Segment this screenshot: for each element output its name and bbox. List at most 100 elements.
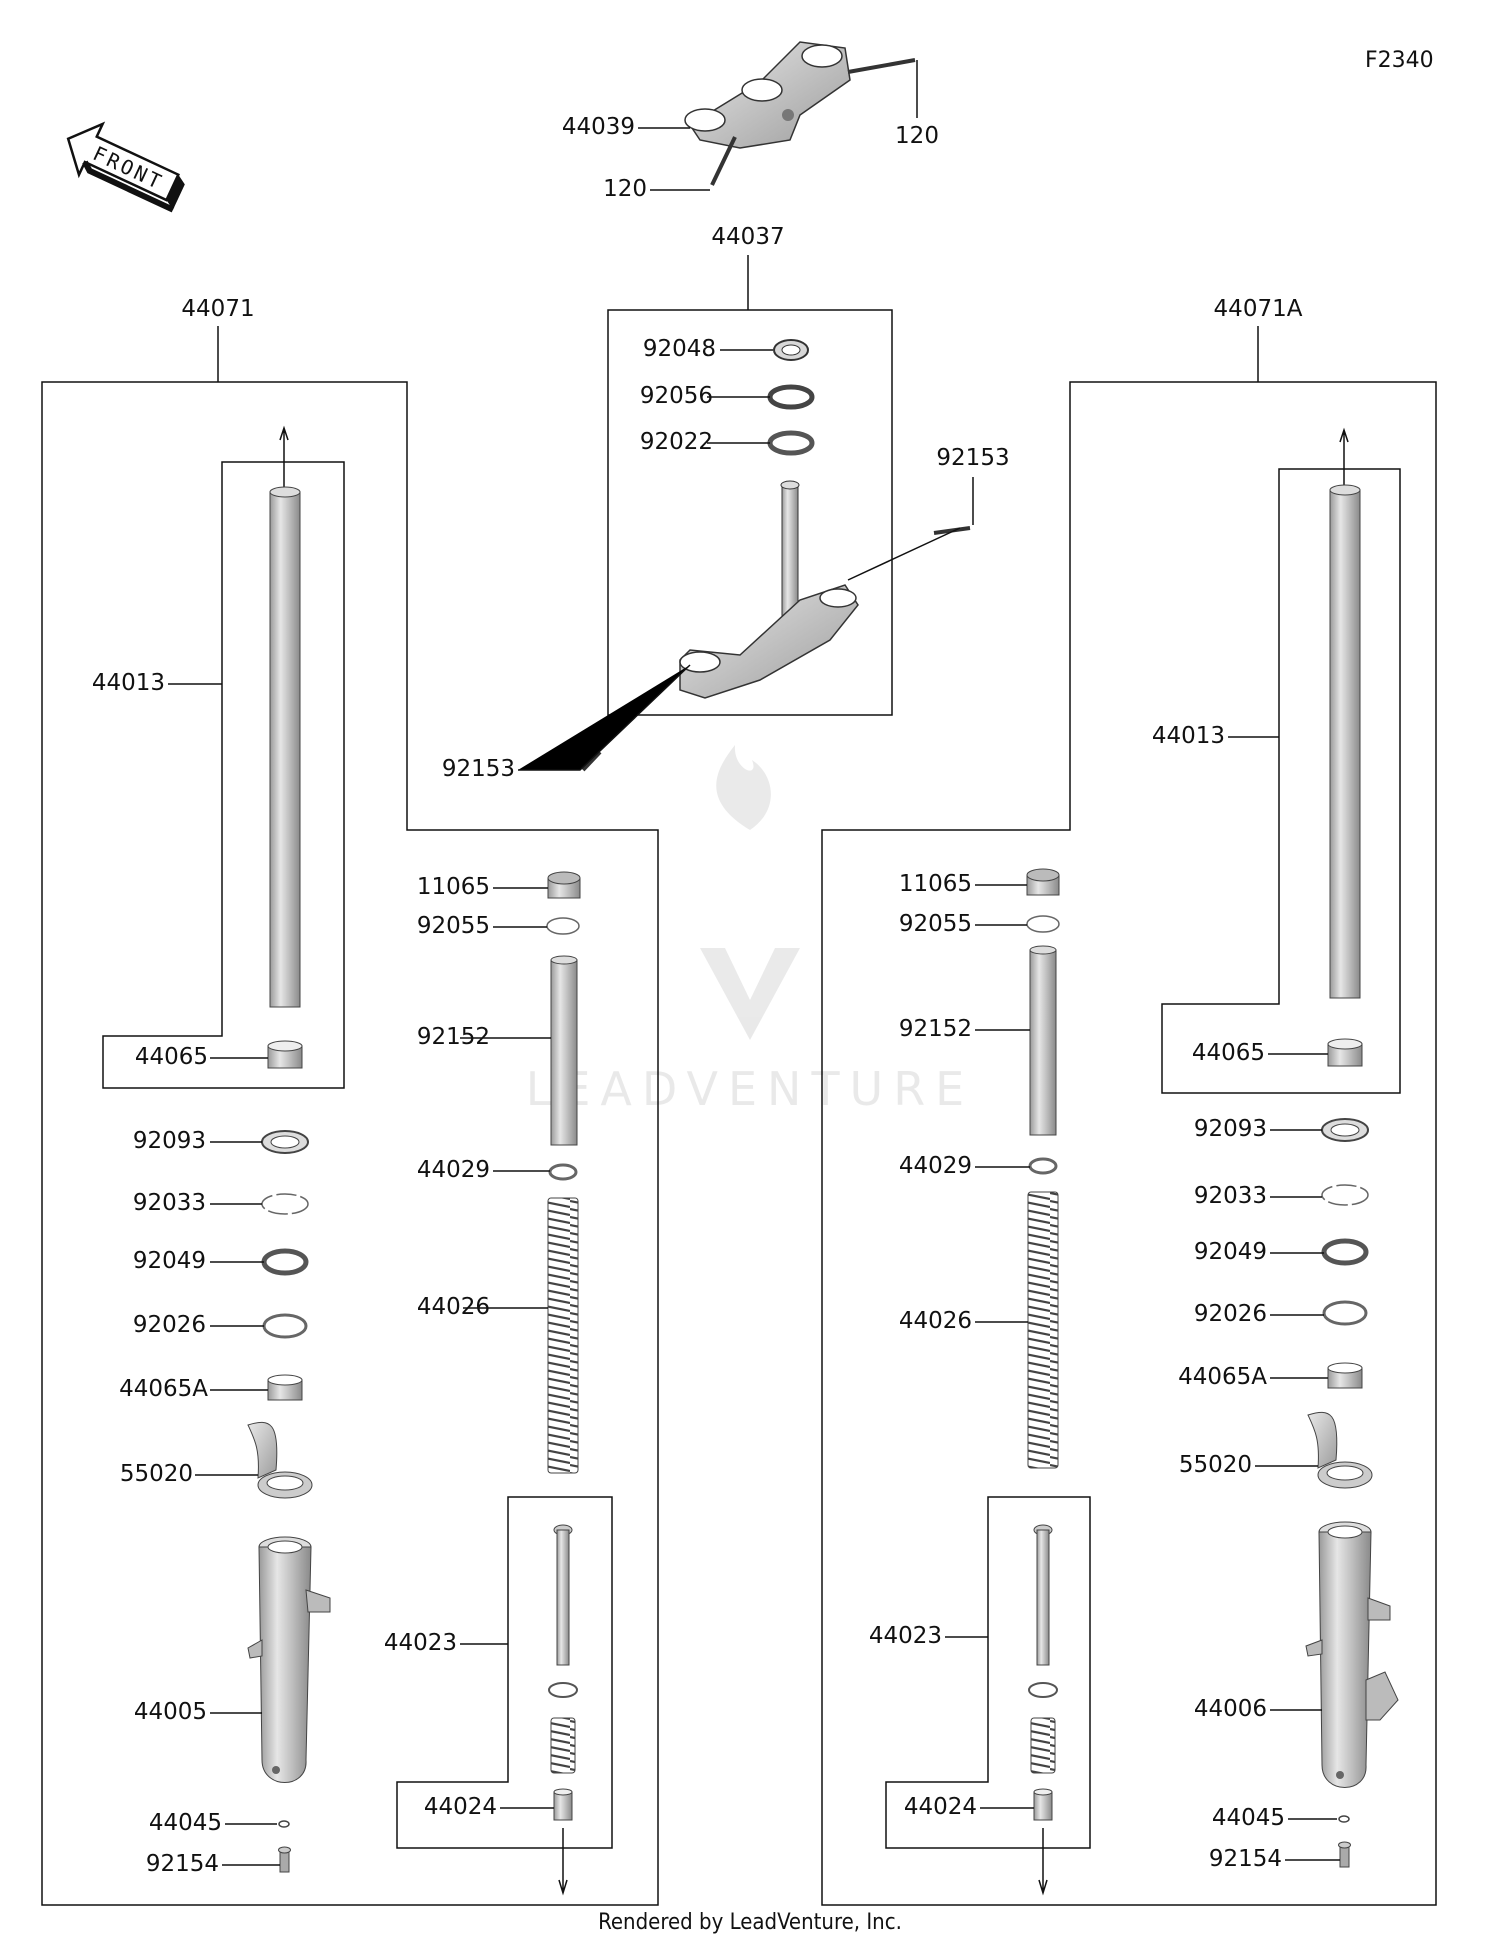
label-44065-left[interactable]: 44065 — [134, 1044, 208, 1070]
label-44071[interactable]: 44071 — [181, 296, 255, 322]
bushing-44065A-left — [267, 1374, 303, 1401]
washer-44029-right — [1028, 1157, 1058, 1175]
footer-credit: Rendered by LeadVenture, Inc. — [598, 1910, 902, 1935]
label-44039[interactable]: 44039 — [561, 114, 635, 140]
washer-44029-left — [548, 1163, 578, 1181]
label-44037[interactable]: 44037 — [711, 224, 785, 250]
ring-92026-right — [1322, 1300, 1368, 1326]
leader-92153-upper — [847, 477, 974, 581]
washer-92022 — [767, 430, 815, 456]
cap-11065-left — [547, 871, 581, 899]
oring-44045-right — [1338, 1815, 1350, 1823]
label-92026-right[interactable]: 92026 — [1193, 1301, 1267, 1327]
bushing-44065-right — [1327, 1038, 1363, 1067]
label-11065-right[interactable]: 11065 — [898, 871, 972, 897]
label-92055-right[interactable]: 92055 — [898, 911, 972, 937]
label-44024-right[interactable]: 44024 — [903, 1794, 977, 1820]
box-44023-left — [396, 1496, 613, 1849]
spacer-92152-left — [550, 955, 578, 1146]
label-120-right[interactable]: 120 — [895, 123, 939, 149]
label-44013-left[interactable]: 44013 — [91, 670, 165, 696]
label-92093-right[interactable]: 92093 — [1193, 1116, 1267, 1142]
seal-92093-left — [261, 1130, 309, 1154]
spring-44026-right — [1027, 1191, 1059, 1469]
box-44023-right — [885, 1496, 1091, 1849]
label-44045-right[interactable]: 44045 — [1211, 1805, 1285, 1831]
oring-44045-left — [278, 1820, 290, 1828]
figure-code: F2340 — [1365, 48, 1434, 73]
lower-triple-clamp — [581, 480, 971, 772]
label-55020-left[interactable]: 55020 — [119, 1461, 193, 1487]
bolt-92154-right — [1338, 1841, 1351, 1868]
leader-92153-lower — [518, 664, 691, 771]
front-arrow-icon: FRONT — [66, 121, 185, 213]
label-92153-lower[interactable]: 92153 — [441, 756, 515, 782]
label-44023-left[interactable]: 44023 — [383, 1630, 457, 1656]
guard-55020-left — [247, 1421, 313, 1499]
label-92154-right[interactable]: 92154 — [1208, 1846, 1282, 1872]
piece-44024-left — [553, 1788, 573, 1821]
washer-92049-right — [1321, 1238, 1369, 1266]
label-92153-upper[interactable]: 92153 — [936, 445, 1010, 471]
watermark: LEADVENTURE — [526, 745, 975, 1116]
box-44071 — [41, 381, 659, 1906]
label-120-left[interactable]: 120 — [603, 176, 647, 202]
box-44013-left — [102, 461, 345, 1089]
label-44026-right[interactable]: 44026 — [898, 1308, 972, 1334]
box-44013-right — [1161, 468, 1401, 1094]
box-44071A — [821, 381, 1437, 1906]
rod-44023-right — [1028, 1524, 1058, 1774]
label-44005[interactable]: 44005 — [133, 1699, 207, 1725]
label-44029-right[interactable]: 44029 — [898, 1153, 972, 1179]
bolt-92154-left — [278, 1846, 291, 1873]
ring-92026-left — [262, 1313, 308, 1339]
oring-92055-right — [1026, 915, 1060, 933]
label-44065-right[interactable]: 44065 — [1191, 1040, 1265, 1066]
box-44037 — [607, 309, 893, 716]
label-92048[interactable]: 92048 — [642, 336, 716, 362]
spring-44026-left — [547, 1197, 579, 1474]
label-55020-right[interactable]: 55020 — [1178, 1452, 1252, 1478]
label-92152-right[interactable]: 92152 — [898, 1016, 972, 1042]
label-44023-right[interactable]: 44023 — [868, 1623, 942, 1649]
label-44045-left[interactable]: 44045 — [148, 1810, 222, 1836]
washer-92048 — [773, 339, 809, 361]
label-44071A[interactable]: 44071A — [1213, 296, 1303, 322]
label-92026-left[interactable]: 92026 — [132, 1312, 206, 1338]
label-92093-left[interactable]: 92093 — [132, 1128, 206, 1154]
label-44006[interactable]: 44006 — [1193, 1696, 1267, 1722]
label-44029-left[interactable]: 44029 — [416, 1157, 490, 1183]
fork-tube-right — [1329, 484, 1361, 999]
washer-92049-left — [261, 1248, 309, 1276]
bushing-44065A-right — [1327, 1362, 1363, 1389]
label-44024-left[interactable]: 44024 — [423, 1794, 497, 1820]
clip-92033-right — [1321, 1184, 1369, 1206]
clip-92033-left — [261, 1193, 309, 1215]
label-92049-right[interactable]: 92049 — [1193, 1239, 1267, 1265]
label-92033-left[interactable]: 92033 — [132, 1190, 206, 1216]
seal-92093-right — [1321, 1118, 1369, 1142]
label-11065-left[interactable]: 11065 — [416, 874, 490, 900]
label-92055-left[interactable]: 92055 — [416, 913, 490, 939]
spacer-92152-right — [1029, 945, 1057, 1136]
label-44065A-left[interactable]: 44065A — [119, 1376, 208, 1402]
label-44013-right[interactable]: 44013 — [1151, 723, 1225, 749]
label-92022[interactable]: 92022 — [639, 429, 713, 455]
cap-11065-right — [1026, 868, 1060, 896]
piece-44024-right — [1033, 1788, 1053, 1821]
rod-44023-left — [548, 1524, 578, 1774]
upper-triple-clamp — [684, 41, 916, 186]
label-92056[interactable]: 92056 — [639, 383, 713, 409]
label-92154-left[interactable]: 92154 — [145, 1851, 219, 1877]
watermark-text: LEADVENTURE — [526, 1062, 975, 1116]
label-92033-right[interactable]: 92033 — [1193, 1183, 1267, 1209]
label-92152-left[interactable]: 92152 — [416, 1024, 490, 1050]
fork-tube-left — [269, 486, 301, 1008]
washer-92056 — [767, 384, 815, 410]
label-92049-left[interactable]: 92049 — [132, 1248, 206, 1274]
label-44065A-right[interactable]: 44065A — [1178, 1364, 1267, 1390]
label-44026-left[interactable]: 44026 — [416, 1294, 490, 1320]
guard-55020-right — [1307, 1411, 1373, 1489]
oring-92055-left — [546, 917, 580, 935]
